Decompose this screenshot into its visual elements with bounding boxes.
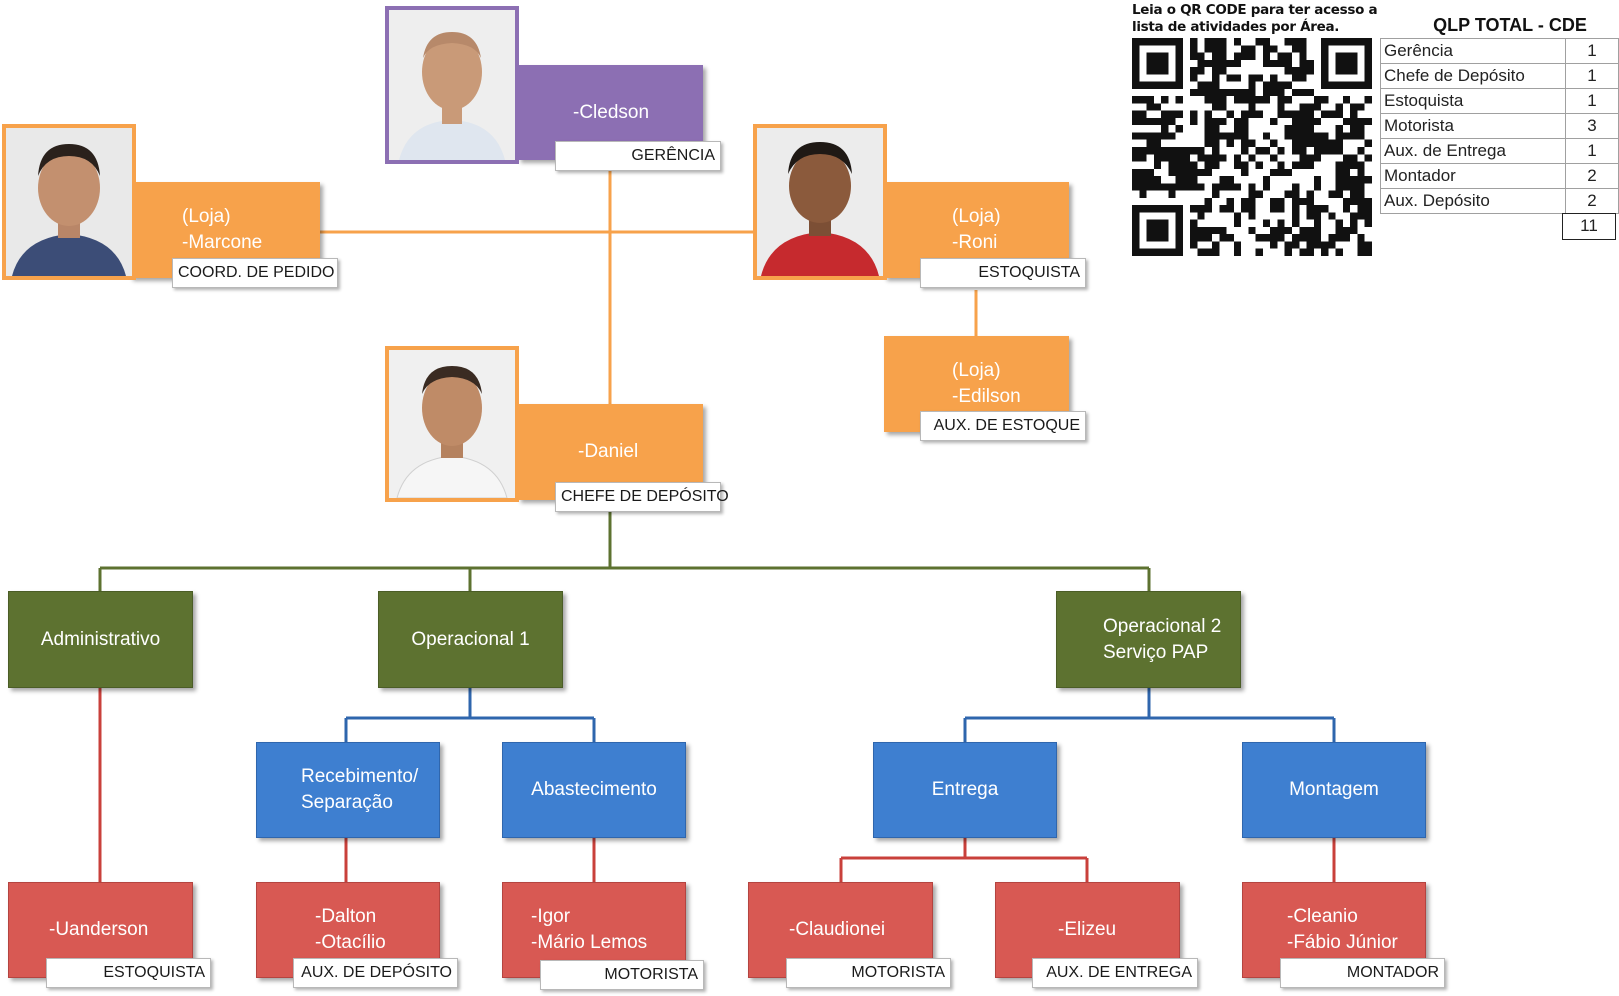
subarea-supply: Abastecimento (502, 742, 686, 838)
coord-store: (Loja) (182, 206, 231, 227)
manager-photo (385, 6, 519, 164)
staff-receiving-role-tag: AUX. DE DEPÓSITO (293, 958, 458, 988)
staff-elizeu-role-tag: AUX. DE ENTREGA (1032, 958, 1198, 988)
qlp-count: 2 (1564, 188, 1619, 214)
qlp-role: Aux. de Entrega (1380, 138, 1566, 164)
stock-photo (753, 124, 887, 280)
qlp-count: 1 (1564, 138, 1619, 164)
stock-role-tag: ESTOQUISTA (920, 258, 1086, 288)
stock-aux-store: (Loja) (952, 360, 1001, 381)
coord-name: -Marcone (182, 232, 263, 253)
qlp-count: 1 (1564, 38, 1619, 64)
coord-photo (2, 124, 136, 280)
subarea-receiving: Recebimento/ Separação (256, 742, 440, 838)
chief-name: -Daniel (578, 441, 639, 462)
area-admin: Administrativo (8, 591, 193, 688)
manager-role-tag: GERÊNCIA (555, 141, 721, 171)
qlp-count: 3 (1564, 113, 1619, 139)
qlp-role: Montador (1380, 163, 1566, 189)
qlp-role: Motorista (1380, 113, 1566, 139)
qlp-role: Gerência (1380, 38, 1566, 64)
stock-aux-name: -Edilson (952, 386, 1021, 407)
qlp-count: 1 (1564, 63, 1619, 89)
qr-finder (1321, 38, 1372, 89)
area-operational-1: Operacional 1 (378, 591, 563, 688)
qlp-count: 1 (1564, 88, 1619, 114)
stock-aux-role-tag: AUX. DE ESTOQUE (920, 411, 1086, 441)
chief-photo (385, 346, 519, 502)
area-operational-2: Operacional 2 Serviço PAP (1056, 591, 1241, 688)
qlp-role: Chefe de Depósito (1380, 63, 1566, 89)
staff-claudionei-role-tag: MOTORISTA (786, 958, 951, 988)
staff-supply-role-tag: MOTORISTA (540, 960, 704, 990)
subarea-assembly: Montagem (1242, 742, 1426, 838)
staff-assembly-role-tag: MONTADOR (1280, 958, 1445, 988)
qlp-title: QLP TOTAL - CDE (1433, 15, 1587, 35)
qr-finder (1132, 205, 1183, 256)
qlp-total: 11 (1562, 213, 1616, 240)
qr-code[interactable] (1132, 38, 1372, 256)
staff-uanderson-role-tag: ESTOQUISTA (46, 958, 211, 988)
stock-name: -Roni (952, 232, 998, 253)
stock-store: (Loja) (952, 206, 1001, 227)
qlp-role: Aux. Depósito (1380, 188, 1566, 214)
qr-instructions: Leia o QR CODE para ter acesso a lista d… (1132, 2, 1378, 35)
manager-name: -Cledson (573, 101, 650, 123)
qlp-role: Estoquista (1380, 88, 1566, 114)
qlp-count: 2 (1564, 163, 1619, 189)
chief-role-tag: CHEFE DE DEPÓSITO (555, 482, 729, 512)
coord-role-tag: COORD. DE PEDIDO (172, 258, 338, 288)
qr-finder (1132, 38, 1183, 89)
subarea-delivery: Entrega (873, 742, 1057, 838)
